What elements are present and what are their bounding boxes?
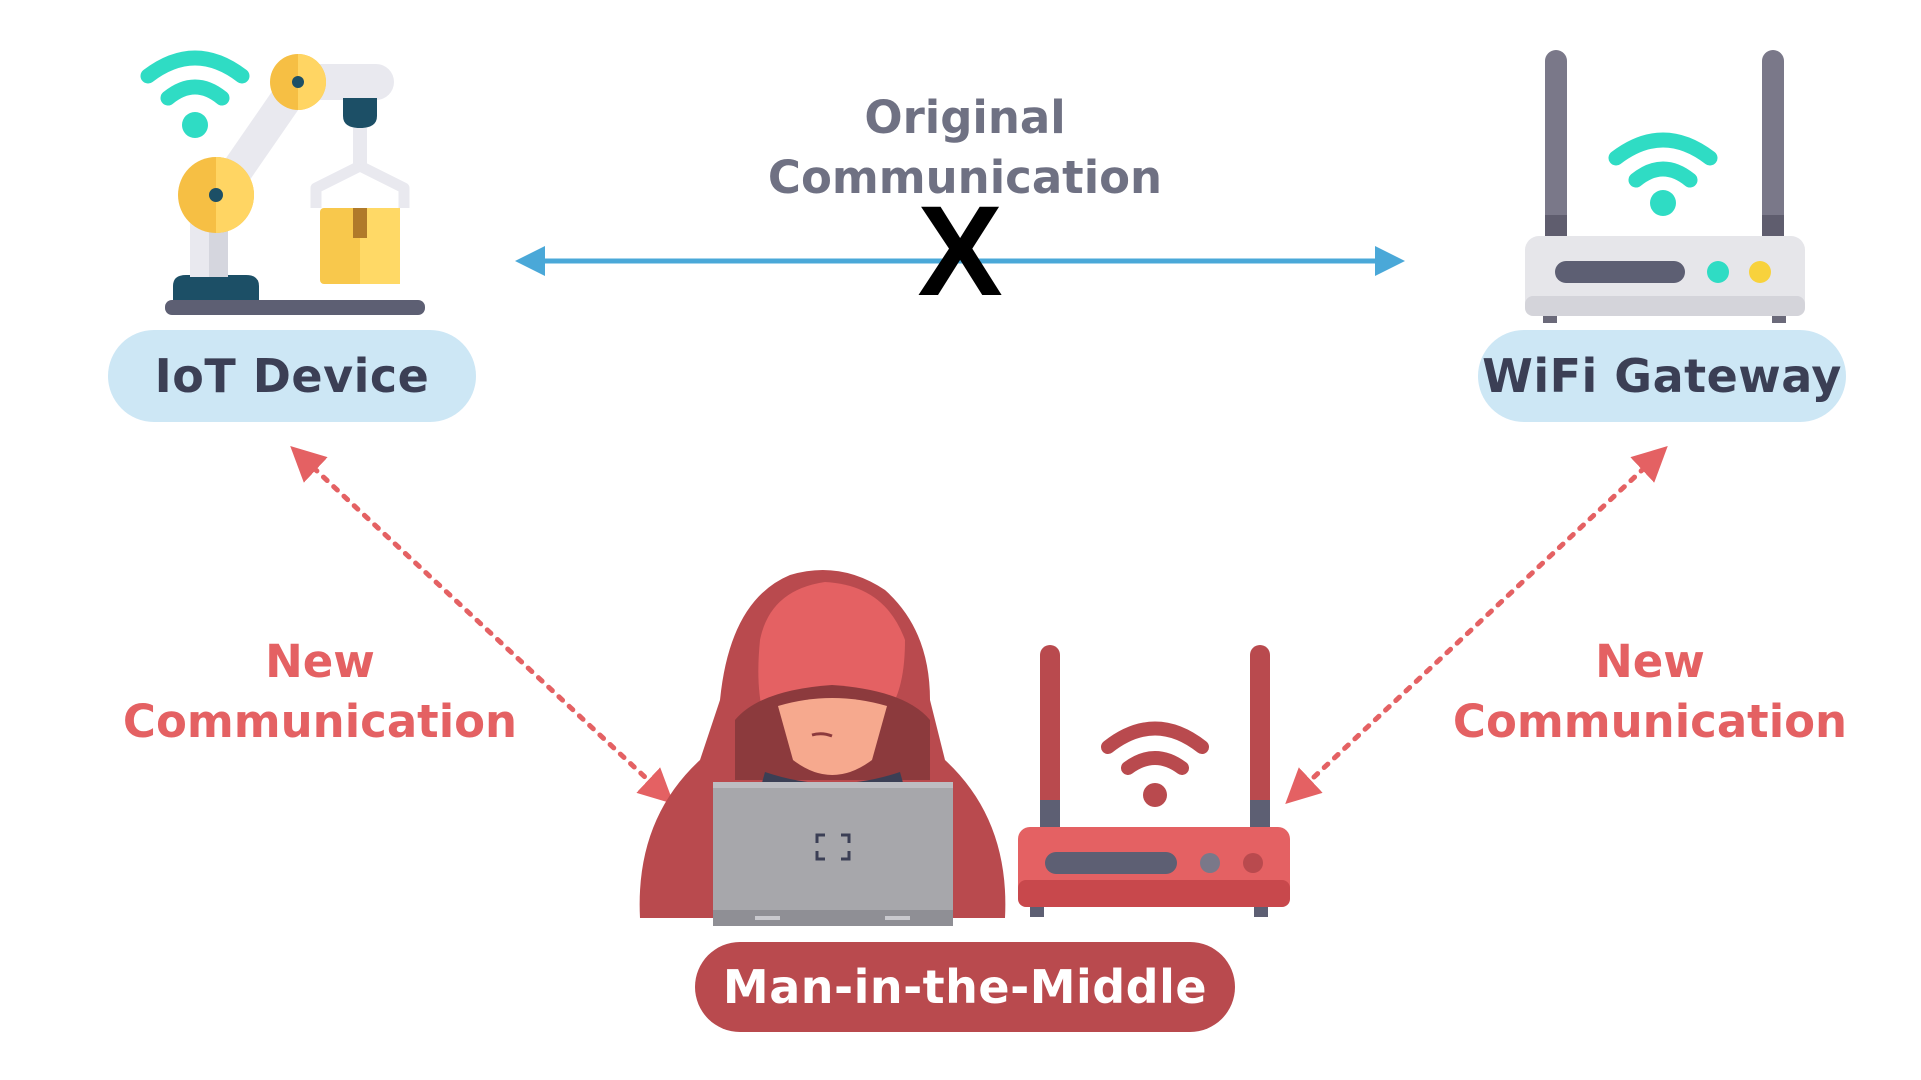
wifi-signal-icon	[1608, 132, 1718, 188]
new-communication-right-line1: New	[1595, 635, 1705, 688]
new-communication-left-line2: Communication	[122, 695, 518, 748]
new-communication-label-right: New Communication	[1450, 632, 1850, 752]
new-communication-arrow-right	[1285, 446, 1668, 804]
original-communication-line1: Original	[864, 91, 1066, 144]
laptop-icon	[713, 782, 953, 926]
rogue-router-icon	[1018, 645, 1290, 917]
robot-arm-icon	[140, 50, 425, 315]
wifi-router-icon	[1525, 50, 1805, 323]
iot-device-node: IoT Device	[108, 330, 476, 422]
new-communication-right-line2: Communication	[1452, 695, 1848, 748]
wifi-signal-icon	[140, 50, 250, 106]
man-in-the-middle-node: Man-in-the-Middle	[695, 942, 1235, 1032]
wifi-gateway-node: WiFi Gateway	[1478, 330, 1846, 422]
wifi-signal-icon	[1101, 721, 1209, 775]
new-communication-arrow-left	[290, 446, 674, 804]
new-communication-label-left: New Communication	[120, 632, 520, 752]
new-communication-left-line1: New	[265, 635, 375, 688]
original-communication-line2: Communication	[767, 151, 1163, 204]
blocked-x-mark: X	[917, 180, 1003, 323]
original-communication-label: Original Communication	[730, 88, 1200, 208]
